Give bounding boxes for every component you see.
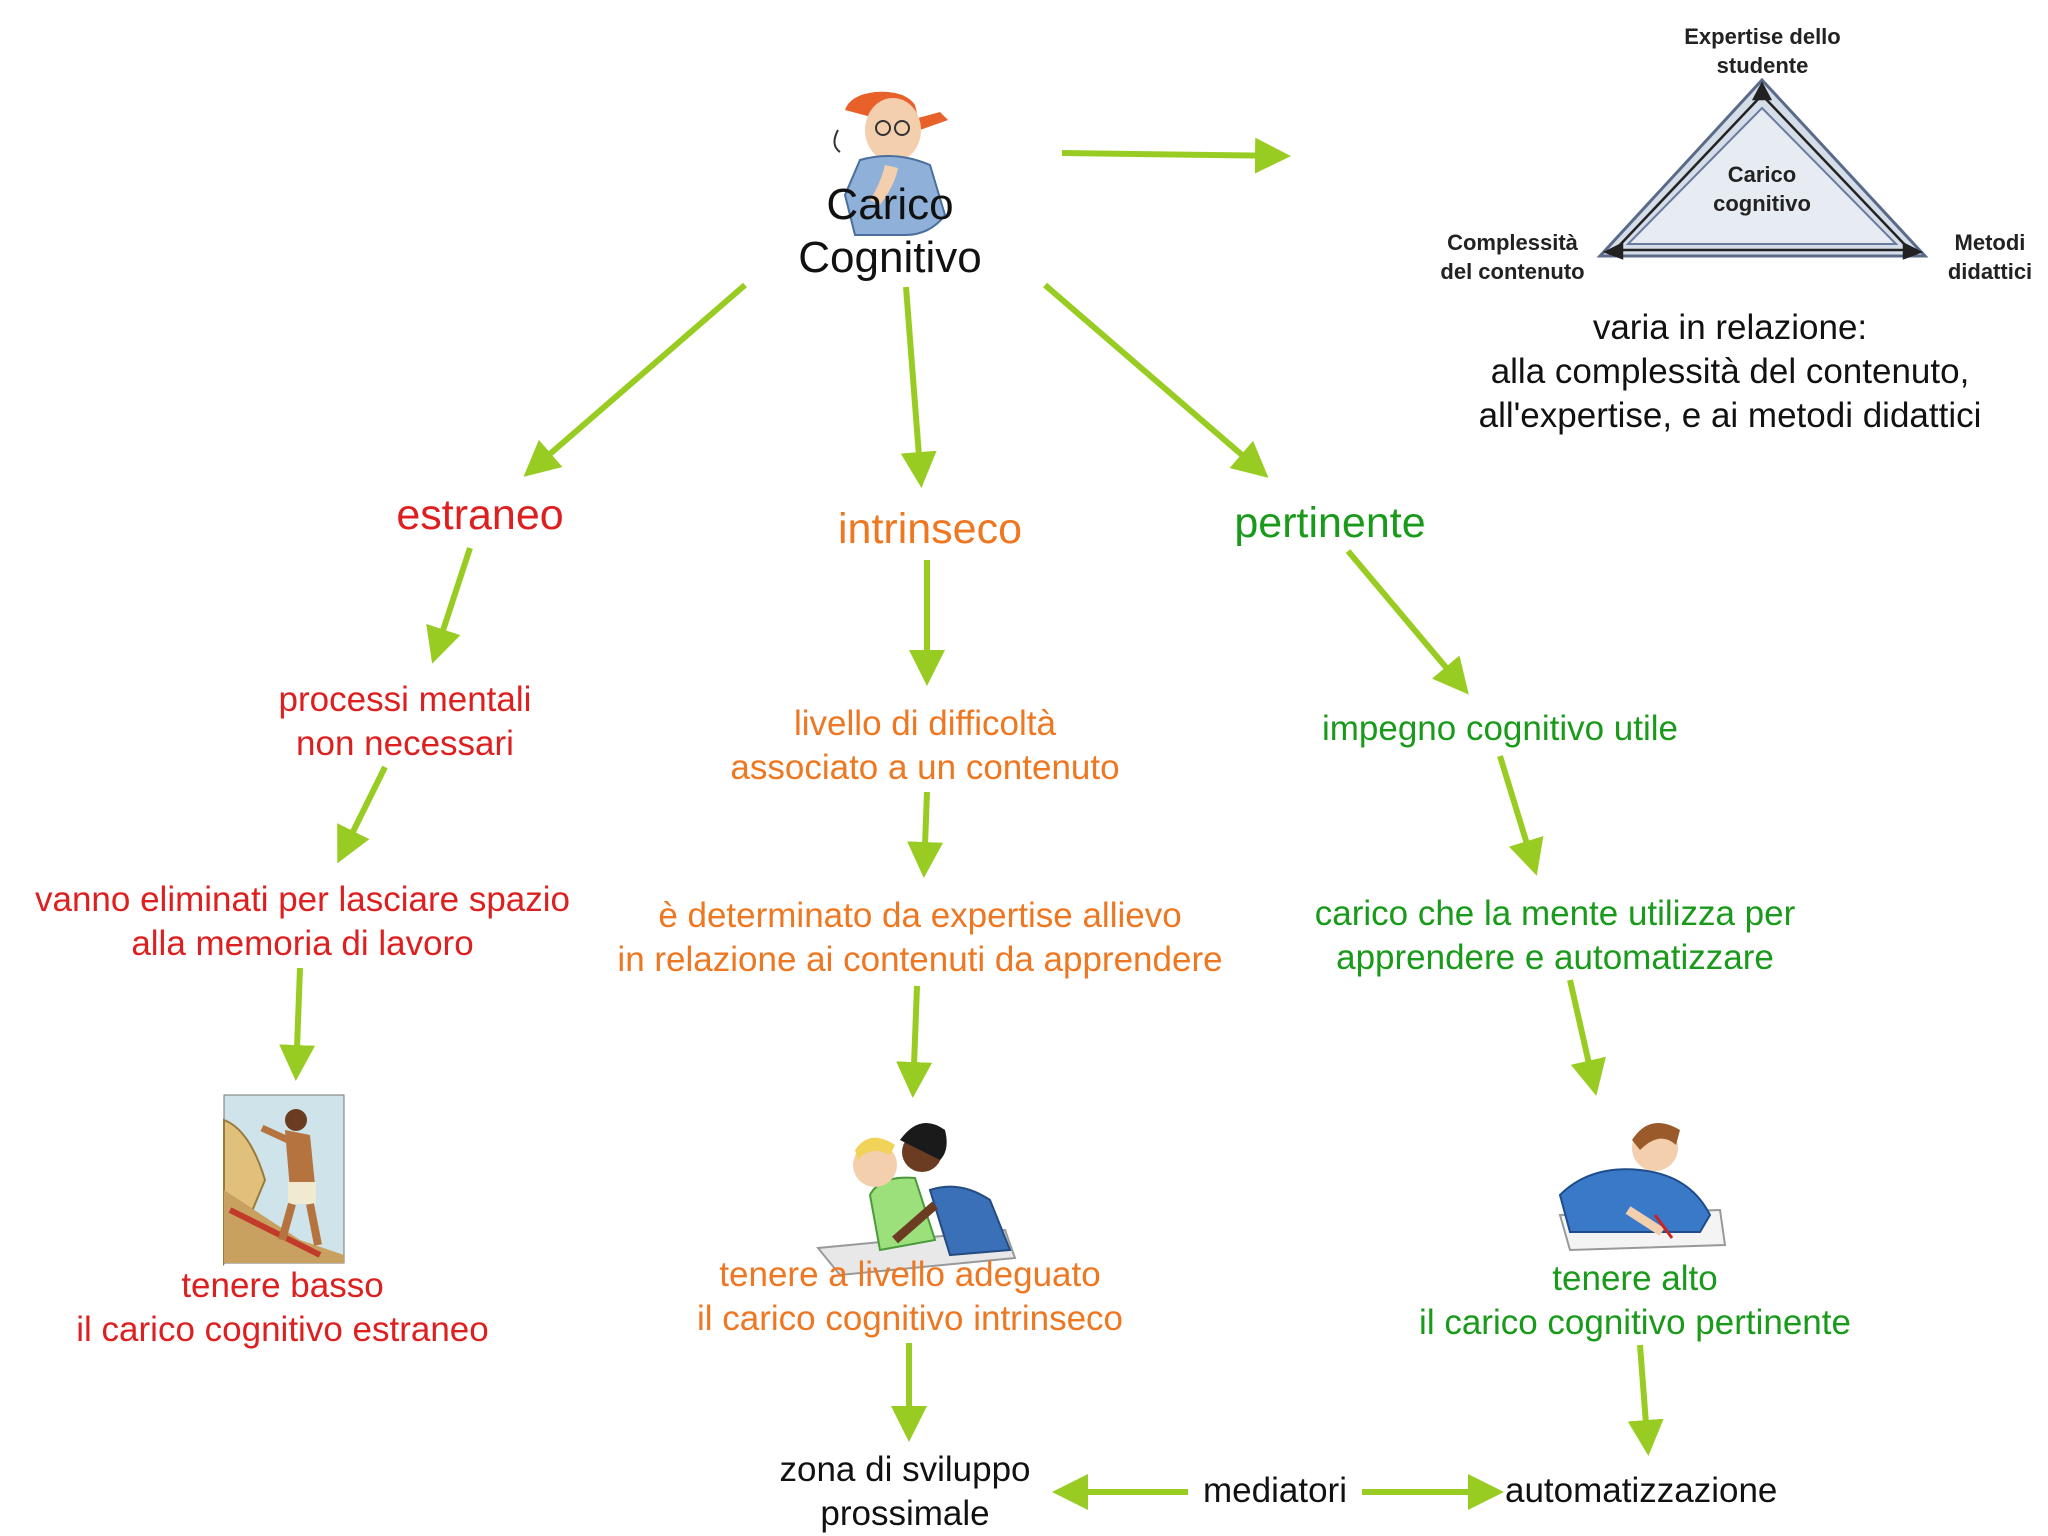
- arrow-title-to-intrinseco: [900, 286, 937, 488]
- thinking-person-image: [833, 91, 948, 236]
- intrinseco-livello: livello di difficoltà associato a un con…: [730, 704, 1120, 787]
- triangle-diagram: [1596, 77, 1929, 260]
- arrow-tenere-pertinente-to-automatizzazione: [1627, 1344, 1664, 1456]
- title-line: Cognitivo: [798, 233, 982, 282]
- writing-student-image: [1558, 1122, 1727, 1252]
- arrow-carico-to-student: [1567, 979, 1606, 1096]
- estraneo-label: estraneo: [396, 491, 564, 539]
- arrow-title-to-estraneo: [523, 282, 747, 477]
- arrow-livello-to-determinato: [907, 791, 944, 878]
- arrow-determinato-to-tutor: [896, 985, 933, 1098]
- mediatori-text: mediatori: [1203, 1471, 1347, 1510]
- pertinente-impegno: impegno cognitivo utile: [1321, 709, 1679, 748]
- zona-text: zona di sviluppo prossimale: [779, 1450, 1031, 1533]
- arrow-processi-to-vanno: [337, 765, 388, 864]
- arrow-pertinente-to-impegno: [1345, 549, 1469, 695]
- page-title: Carico Cognitivo: [780, 178, 1000, 284]
- triangle-right-label: Metodi didattici: [1947, 230, 2033, 284]
- climber-image: [223, 1094, 345, 1267]
- estraneo-processi: processi mentali non necessari: [278, 680, 532, 763]
- triangle-left-label: Complessità del contenuto: [1440, 230, 1585, 284]
- arrow-title-to-triangle: [1061, 137, 1291, 174]
- estraneo-tenere: tenere basso il carico cognitivo estrane…: [76, 1266, 489, 1349]
- automatizzazione-text: automatizzazione: [1505, 1471, 1778, 1510]
- triangle-top-label: Expertise dello studente: [1684, 24, 1841, 78]
- title-line: Carico: [826, 180, 954, 229]
- intrinseco-label: intrinseco: [837, 505, 1023, 553]
- arrow-vanno-to-climber: [279, 967, 316, 1081]
- arrow-title-to-pertinente: [1043, 282, 1269, 478]
- triangle-center-label: Carico cognitivo: [1713, 162, 1811, 216]
- estraneo-vanno: vanno eliminati per lasciare spazio alla…: [35, 880, 570, 963]
- intrinseco-determinato: è determinato da expertise allievo in re…: [617, 896, 1223, 979]
- varia-text: varia in relazione: alla complessità del…: [1478, 308, 1982, 435]
- arrow-estraneo-to-processi: [426, 547, 473, 664]
- arrow-impegno-to-carico: [1497, 755, 1544, 876]
- pertinente-carico: carico che la mente utilizza per apprend…: [1314, 894, 1796, 977]
- intrinseco-tenere: tenere a livello adeguato il carico cogn…: [696, 1255, 1123, 1338]
- tutor-student-image: [816, 1122, 1017, 1277]
- pertinente-tenere: tenere alto il carico cognitivo pertinen…: [1419, 1259, 1851, 1342]
- pertinente-label: pertinente: [1234, 499, 1426, 547]
